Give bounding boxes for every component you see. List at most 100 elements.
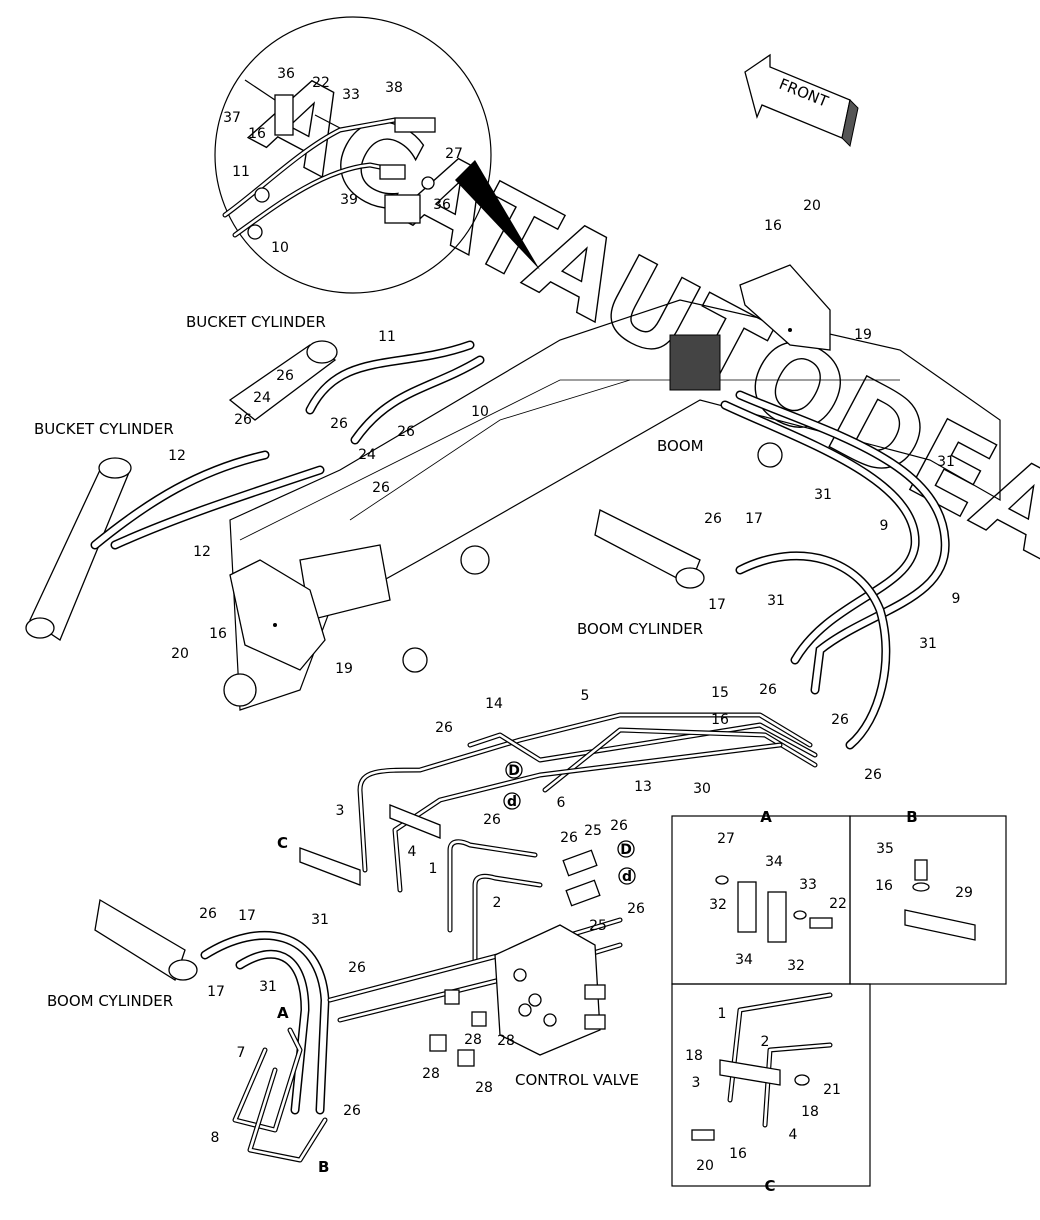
- callout-34b: 34: [735, 952, 753, 968]
- hoses: [90, 340, 950, 1115]
- boom: [223, 299, 1001, 711]
- callout-16e: 16: [875, 878, 893, 894]
- callout-16c: 16: [209, 626, 227, 642]
- callout-19a: 19: [854, 327, 872, 343]
- clamp-plate-c: [299, 804, 441, 886]
- callout-9b: 9: [952, 591, 961, 607]
- svg-text:A: A: [760, 808, 772, 826]
- callout-13: 13: [634, 779, 652, 795]
- callout-25b: 25: [589, 918, 607, 934]
- callout-24a: 24: [253, 390, 271, 406]
- callout-27a: 27: [445, 146, 463, 162]
- callout-12b: 12: [193, 544, 211, 560]
- svg-text:D: D: [620, 842, 632, 858]
- detail-box-a: A: [671, 808, 851, 985]
- callout-17b: 17: [708, 597, 726, 613]
- caption-bucket-cylinder-left: BUCKET CYLINDER: [34, 420, 174, 438]
- svg-text:C: C: [764, 1177, 775, 1195]
- callout-28d: 28: [475, 1080, 493, 1096]
- front-arrow: FRONT: [744, 53, 859, 148]
- callout-16f: 16: [729, 1146, 747, 1162]
- callout-33a: 33: [342, 87, 360, 103]
- callout-26a: 26: [276, 368, 294, 384]
- callout-34a: 34: [765, 854, 783, 870]
- caption-boom-cylinder-right: BOOM CYLINDER: [577, 620, 703, 638]
- callout-26o: 26: [199, 906, 217, 922]
- callout-17c: 17: [238, 908, 256, 924]
- callout-26n: 26: [627, 901, 645, 917]
- callout-18b: 18: [801, 1104, 819, 1120]
- view-marker-a: A: [277, 1004, 289, 1022]
- boom-cylinder-left: [94, 898, 198, 981]
- svg-text:d: d: [507, 794, 517, 810]
- callout-26i: 26: [435, 720, 453, 736]
- callout-32b: 32: [787, 958, 805, 974]
- callout-26k: 26: [483, 812, 501, 828]
- detail-box-c: C: [671, 983, 871, 1195]
- control-valve: [429, 924, 606, 1067]
- callout-7: 7: [237, 1045, 246, 1061]
- callout-11a: 11: [232, 164, 250, 180]
- svg-text:d: d: [622, 869, 632, 885]
- callout-3a: 3: [336, 803, 345, 819]
- callout-35: 35: [876, 841, 894, 857]
- detail-box-b: B: [849, 808, 1007, 985]
- callout-26c: 26: [330, 416, 348, 432]
- callout-24b: 24: [358, 447, 376, 463]
- fittings-25: [562, 849, 601, 907]
- callout-20b: 20: [171, 646, 189, 662]
- svg-text:B: B: [906, 808, 917, 826]
- callout-21: 21: [823, 1082, 841, 1098]
- callout-33b: 33: [799, 877, 817, 893]
- callout-26p: 26: [348, 960, 366, 976]
- callout-16d: 16: [711, 712, 729, 728]
- callout-26g: 26: [759, 682, 777, 698]
- callout-19b: 19: [335, 661, 353, 677]
- svg-text:D: D: [508, 763, 520, 779]
- callout-9a: 9: [880, 518, 889, 534]
- callout-2b: 2: [761, 1034, 770, 1050]
- callout-8: 8: [211, 1130, 220, 1146]
- callout-31b: 31: [814, 487, 832, 503]
- callout-25a: 25: [584, 823, 602, 839]
- caption-boom: BOOM: [657, 437, 704, 455]
- callout-10a: 10: [271, 240, 289, 256]
- callout-36b: 36: [433, 197, 451, 213]
- callout-29: 29: [955, 885, 973, 901]
- callout-22a: 22: [312, 75, 330, 91]
- view-marker-b: B: [318, 1158, 329, 1176]
- callout-37: 37: [223, 110, 241, 126]
- callout-17a: 17: [745, 511, 763, 527]
- callout-28b: 28: [497, 1033, 515, 1049]
- callout-28a: 28: [464, 1032, 482, 1048]
- callout-31c: 31: [767, 593, 785, 609]
- port-marker-d1: d: [503, 792, 521, 810]
- caption-bucket-cylinder-top: BUCKET CYLINDER: [186, 313, 326, 331]
- callout-22b: 22: [829, 896, 847, 912]
- bucket-cylinder-top: [228, 340, 338, 421]
- callout-31f: 31: [259, 979, 277, 995]
- caption-control-valve: CONTROL VALVE: [515, 1071, 639, 1089]
- caption-boom-cylinder-left: BOOM CYLINDER: [47, 992, 173, 1010]
- bucket-cylinder-left: [25, 457, 132, 641]
- callout-18a: 18: [685, 1048, 703, 1064]
- callout-14: 14: [485, 696, 503, 712]
- callout-5: 5: [581, 688, 590, 704]
- callout-26d: 26: [397, 424, 415, 440]
- callout-26l: 26: [560, 830, 578, 846]
- callout-16b: 16: [764, 218, 782, 234]
- callout-1b: 1: [718, 1006, 727, 1022]
- callout-31e: 31: [311, 912, 329, 928]
- callout-26q: 26: [343, 1103, 361, 1119]
- view-marker-c: C: [277, 834, 288, 852]
- callout-16a: 16: [248, 126, 266, 142]
- port-marker-d2: d: [618, 867, 636, 885]
- port-marker-D2: D: [617, 840, 635, 858]
- callout-2a: 2: [493, 895, 502, 911]
- callout-20c: 20: [696, 1158, 714, 1174]
- callout-11b: 11: [378, 329, 396, 345]
- callout-4b: 4: [789, 1127, 798, 1143]
- detail-circle: [214, 16, 540, 294]
- callout-15: 15: [711, 685, 729, 701]
